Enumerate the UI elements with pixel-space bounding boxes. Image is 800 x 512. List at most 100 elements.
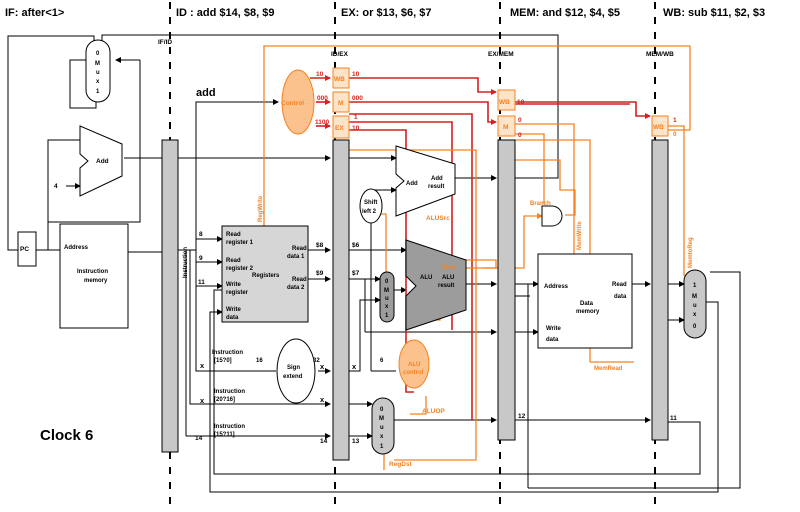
registers-label: Registers <box>252 273 280 279</box>
alusrc-mux-l2: u <box>385 296 389 302</box>
dm-write1: Write <box>546 326 562 332</box>
shift-left-2 <box>359 188 383 224</box>
sign-bits-16: 16 <box>256 358 263 364</box>
exmem-m <box>497 115 516 137</box>
instr-mem-address: Address <box>64 245 89 251</box>
rd1-line1: Read <box>292 246 307 252</box>
wb-mux-l2: u <box>693 303 697 309</box>
instr-field3-l1: Instruction <box>214 424 245 430</box>
instr-field2-l2: [20?16] <box>214 397 235 403</box>
wd-line2: data <box>226 315 239 321</box>
instr-field1-l2: [15?0] <box>214 358 232 364</box>
alu-result-label: result <box>438 283 454 289</box>
alusrc-mux-l1: M <box>384 288 389 294</box>
branch-and-gate <box>541 205 563 227</box>
if-mux-l3: x <box>96 79 100 85</box>
memwb-register <box>651 139 669 441</box>
pc-label: PC <box>20 246 29 253</box>
dm-memory: memory <box>576 309 600 315</box>
dst-11: 11 <box>670 415 677 422</box>
memwb-wb <box>651 115 669 137</box>
rd2-line1: Read <box>292 277 307 283</box>
dst-14-in: 14 <box>195 435 203 442</box>
instr-field1-l1: Instruction <box>212 350 243 356</box>
stage-label-ex: EX: or $13, $6, $7 <box>341 7 432 19</box>
idex-m-label: M <box>338 100 343 107</box>
pipe-label-ifid: IF/ID <box>158 39 172 46</box>
shift-label1: Shift <box>364 200 377 206</box>
regdst-mux-l1: M <box>379 416 384 422</box>
instr-mem-line1: Instruction <box>77 269 108 275</box>
regdst-mux-l2: u <box>380 425 384 431</box>
exmem-m-out2: 0 <box>518 132 522 139</box>
add-instruction-label: add <box>196 87 216 99</box>
stage-label-mem: MEM: and $12, $4, $5 <box>510 7 620 19</box>
exmem-wb <box>497 89 516 111</box>
ctrl-ex-value: 1100 <box>315 119 329 126</box>
reg-input-9: 9 <box>199 255 203 262</box>
idex-m-out: 000 <box>352 95 363 102</box>
stage-label-wb: WB: sub $11, $2, $3 <box>663 7 765 19</box>
pc-adder-label: Add <box>96 158 109 165</box>
dm-read1: Read <box>612 282 627 288</box>
instr-mem-line2: memory <box>84 278 108 284</box>
exmem-register <box>497 139 516 441</box>
if-mux-l1: M <box>95 61 100 67</box>
alusrc-mux-l3: x <box>385 304 389 310</box>
exmem-m-label: M <box>503 124 508 131</box>
control-signal-wires <box>263 45 691 470</box>
data-memory <box>537 253 633 349</box>
rr1-line1: Read <box>226 232 241 238</box>
reg-input-8: 8 <box>199 231 203 238</box>
wb-mux-l0: 1 <box>693 283 697 289</box>
alusrc-mux-l0: 0 <box>385 279 389 285</box>
idex-ex-label: EX <box>335 125 344 132</box>
reg-write-label: RegWrite <box>258 195 264 222</box>
alu-label: ALU <box>420 275 432 281</box>
branch-adder <box>395 145 456 217</box>
idex-wb <box>332 67 350 89</box>
exmem-wb-out: 10 <box>517 99 525 106</box>
alusrc-mux-l4: 1 <box>385 313 389 319</box>
regdst-mux-l4: 1 <box>380 444 384 450</box>
sign-extend-l1: Sign <box>287 365 300 371</box>
rd1-line2: data 1 <box>287 254 305 260</box>
instruction-vertical-label: Instruction <box>183 247 189 278</box>
regdst-label: RegDst <box>389 461 413 468</box>
idex-m <box>332 91 350 113</box>
reg-input-11: 11 <box>198 279 205 286</box>
idex-register <box>332 139 350 461</box>
dm-address: Address <box>544 284 569 290</box>
memwb-out0: 0 <box>673 131 677 138</box>
sign-extend-l2: extend <box>283 374 303 380</box>
reg-value-9: $9 <box>316 270 324 277</box>
reg-value-7: $7 <box>352 270 360 277</box>
instruction-memory <box>59 223 129 329</box>
control-label: Control <box>281 100 304 107</box>
rr2-line1: Read <box>226 258 241 264</box>
memtoreg-mux <box>683 269 707 339</box>
if-mux <box>85 39 111 103</box>
x-mark-1: x <box>200 361 205 370</box>
register-file <box>221 225 309 323</box>
x-mark-5: x <box>352 362 357 371</box>
dst-12: 12 <box>518 413 526 420</box>
sign-bits-32: 32 <box>313 358 320 364</box>
pipe-label-exmem: EX/MEM <box>488 51 514 58</box>
reg-value-8: $8 <box>316 242 324 249</box>
idex-wb-out: 10 <box>352 71 360 78</box>
four-constant: 4 <box>54 183 58 190</box>
idex-ex-out1: 1 <box>354 114 358 121</box>
sign-extend <box>276 338 316 404</box>
memwrite-label: MemWrite <box>577 221 583 250</box>
instr-field3-l2: [15?11] <box>214 432 235 438</box>
branch-add-result1: Add <box>431 176 443 182</box>
stage-label-id: ID : add $14, $8, $9 <box>176 7 274 19</box>
memread-label: MemRead <box>594 366 623 372</box>
alu-label2: ALU <box>442 275 454 281</box>
exmem-wb-label: WB <box>499 99 510 106</box>
pc-adder <box>79 125 123 197</box>
ctrl-m-value: 000 <box>317 95 328 102</box>
pipe-label-memwb: MEM/WB <box>646 51 674 58</box>
control-unit <box>281 69 315 135</box>
